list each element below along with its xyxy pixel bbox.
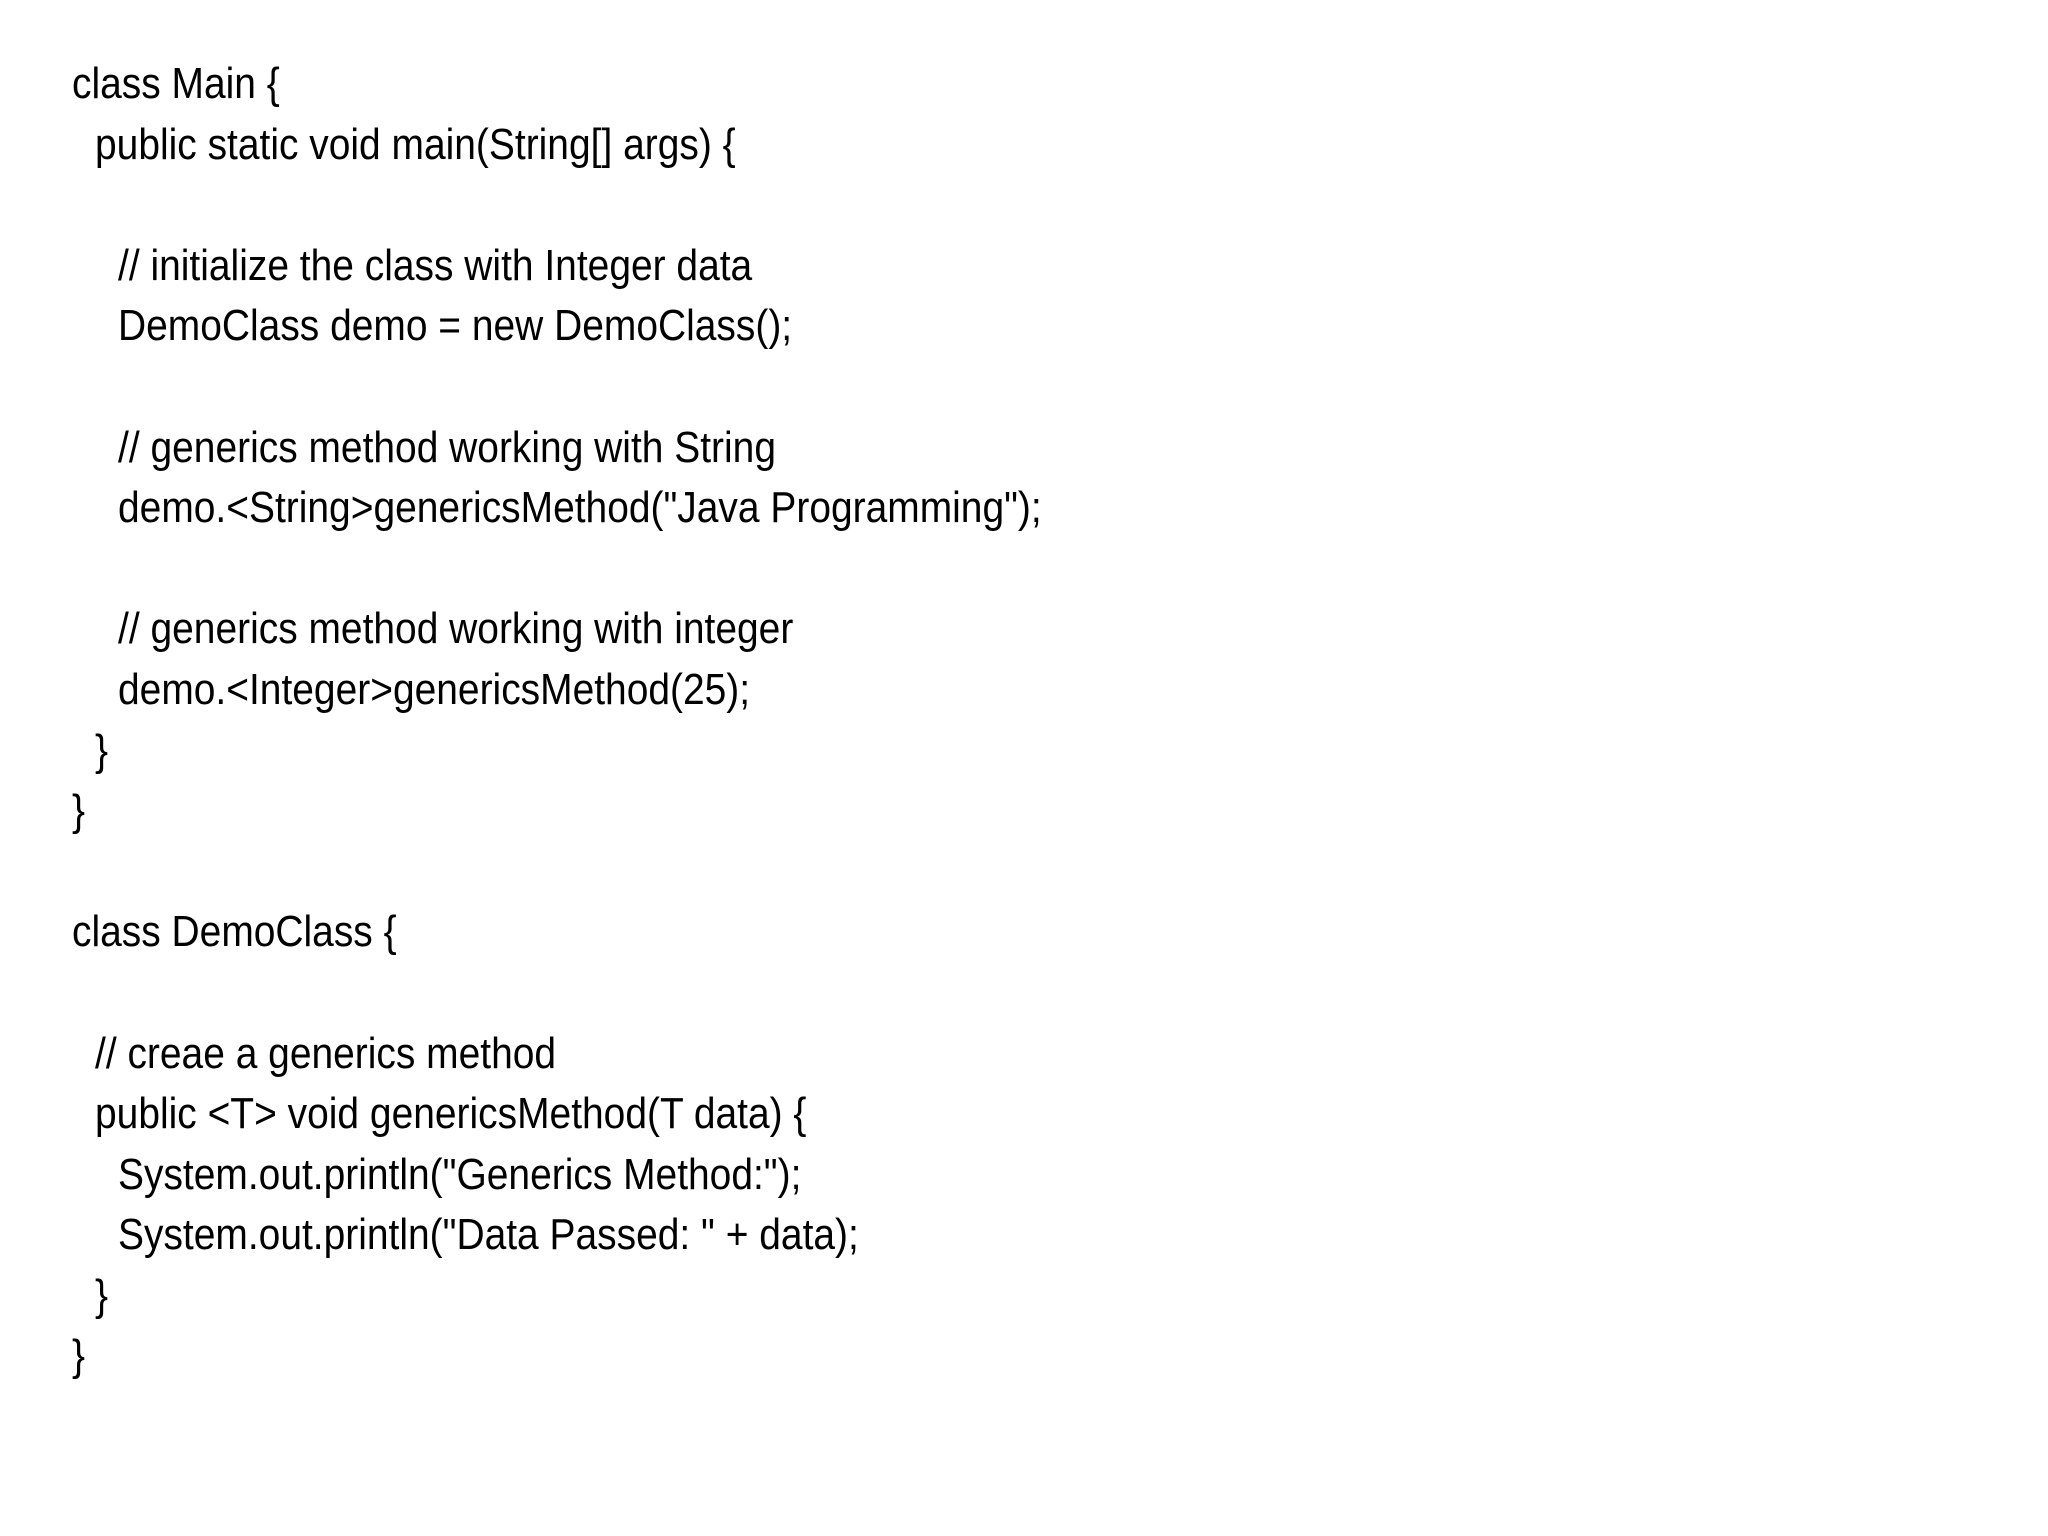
code-line-close-main-class: }	[72, 786, 86, 836]
code-line-blank	[72, 963, 1754, 1024]
code-line-generic-method-signature: public <T> void genericsMethod(T data) {	[95, 1089, 807, 1139]
code-line-comment-initialize: // initialize the class with Integer dat…	[118, 240, 753, 290]
code-line-blank	[72, 175, 1754, 236]
code-line-println-generics-method: System.out.println("Generics Method:");	[118, 1149, 802, 1199]
code-line-blank	[72, 357, 1754, 418]
code-line-string-generic-call: demo.<String>genericsMethod("Java Progra…	[118, 483, 1042, 533]
code-line-comment-string-generic: // generics method working with String	[118, 422, 776, 472]
java-code-block: class Main { public static void main(Str…	[72, 54, 1972, 1387]
code-line-integer-generic-call: demo.<Integer>genericsMethod(25);	[118, 664, 751, 714]
code-line-democlass-instantiation: DemoClass demo = new DemoClass();	[118, 301, 793, 351]
code-line-blank	[72, 842, 1754, 903]
code-line-class-main-declaration: class Main {	[72, 59, 280, 108]
code-line-comment-integer-generic: // generics method working with integer	[118, 604, 794, 654]
code-line-comment-create-generic-method: // creae a generics method	[95, 1028, 557, 1078]
code-line-blank	[72, 539, 1754, 600]
code-line-close-democlass: }	[72, 1331, 86, 1381]
code-line-democlass-declaration: class DemoClass {	[72, 907, 397, 957]
code-line-close-main-method: }	[95, 725, 109, 775]
code-line-main-method-signature: public static void main(String[] args) {	[95, 119, 736, 169]
code-line-close-generic-method: }	[95, 1270, 109, 1320]
code-line-println-data-passed: System.out.println("Data Passed: " + dat…	[118, 1210, 859, 1260]
